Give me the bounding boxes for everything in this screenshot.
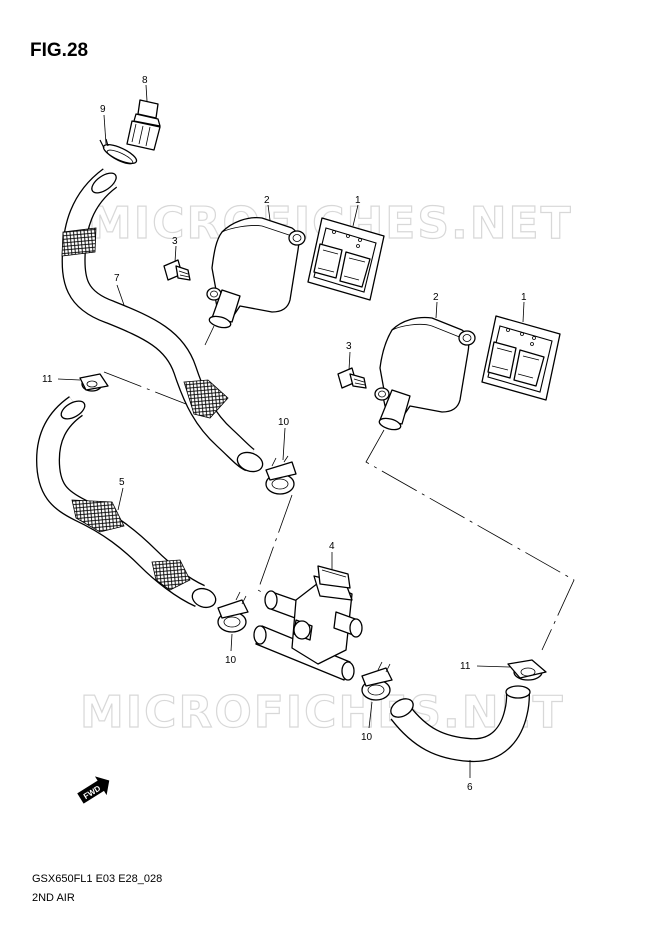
footer-figure-name: 2ND AIR (32, 892, 75, 904)
part-3-bolt-left (163, 259, 191, 281)
callout-5: 5 (119, 477, 125, 488)
callout-2-right: 2 (433, 292, 439, 303)
part-2-cover-left (206, 216, 306, 329)
part-4-air-valve (253, 565, 363, 681)
callout-1-left: 1 (355, 195, 361, 206)
callout-8: 8 (142, 75, 148, 86)
forward-arrow-icon: FWD (77, 776, 110, 804)
part-9-clip (99, 138, 138, 165)
callout-2-left: 2 (264, 195, 270, 206)
watermark-bottom: MICROFICHES.NET (80, 687, 565, 738)
part-8-fitting (126, 99, 161, 151)
part-1-reed-right (481, 315, 561, 401)
part-1-reed-left (307, 217, 385, 301)
callout-6: 6 (467, 782, 473, 793)
figure-title: FIG.28 (30, 40, 89, 61)
part-3-bolt-right (337, 367, 367, 389)
callout-7: 7 (114, 273, 120, 284)
callout-9: 9 (100, 104, 106, 115)
callout-11-left: 11 (42, 374, 53, 385)
callout-11-right: 11 (460, 661, 471, 672)
callout-3-left: 3 (172, 236, 178, 247)
part-10-clamp-upper (265, 455, 297, 495)
part-7-hose (61, 168, 264, 473)
callout-4: 4 (329, 541, 335, 552)
callout-10-upper: 10 (278, 417, 290, 428)
part-10-clamp-lower-left (217, 591, 249, 633)
callout-3-right: 3 (346, 341, 352, 352)
part-11-clamp-left (79, 373, 109, 392)
part-5-hose (36, 396, 217, 609)
callout-10-lower-right: 10 (361, 732, 373, 743)
callout-1-right: 1 (521, 292, 527, 303)
footer-figure-code: GSX650FL1 E03 E28_028 (32, 873, 163, 885)
callout-10-lower-left: 10 (225, 655, 237, 666)
part-10-clamp-lower-right (361, 661, 393, 701)
part-6-hose (390, 685, 531, 763)
part-2-cover-right (374, 316, 476, 431)
part-11-clamp-right (507, 659, 547, 681)
